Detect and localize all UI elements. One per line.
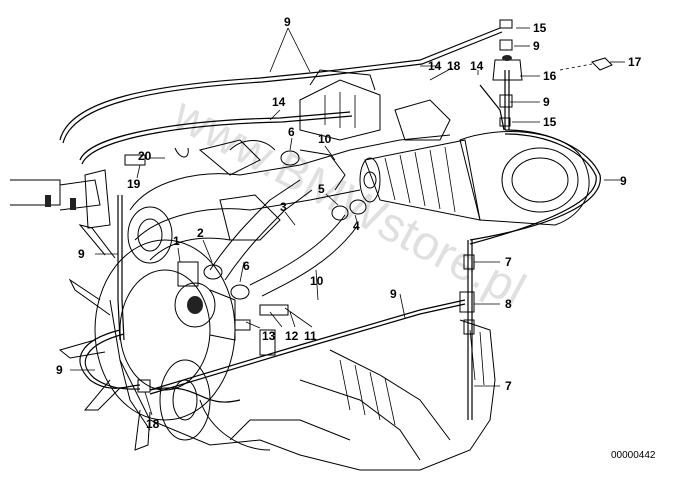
callout-18-top: 18 [447, 59, 461, 73]
callout-9-far-right: 9 [620, 174, 627, 188]
callout-7-top: 7 [505, 255, 512, 269]
intake-manifold [127, 69, 451, 264]
leader-lines [70, 27, 625, 416]
callout-1: 1 [173, 234, 180, 248]
callout-15-mid: 15 [543, 115, 557, 129]
callout-10-mid: 10 [310, 274, 324, 288]
callout-8: 8 [505, 297, 512, 311]
callout-11: 11 [304, 329, 317, 343]
air-filter-housing [359, 131, 590, 226]
callout-14-b: 14 [470, 59, 484, 73]
watermark: www.BMWstore.pl [164, 87, 534, 317]
callout-18-bottom: 18 [146, 417, 160, 431]
callout-9-r2: 9 [543, 95, 550, 109]
callout-9-low: 9 [56, 363, 63, 377]
callout-6-top: 6 [288, 125, 295, 139]
callout-7-bottom: 7 [505, 379, 512, 393]
callout-9-mid: 9 [390, 287, 397, 301]
callout-14-c: 14 [272, 95, 286, 109]
callout-5: 5 [318, 182, 325, 196]
callout-20: 20 [138, 149, 152, 163]
drawing-code: 00000442 [611, 450, 656, 461]
callout-13: 13 [262, 329, 276, 343]
callout-2: 2 [197, 226, 204, 240]
callout-labels: 9 15 9 17 14 18 14 16 9 14 15 6 10 20 19… [56, 15, 642, 431]
callout-19: 19 [127, 177, 141, 191]
callout-10-top: 10 [318, 132, 332, 146]
engine-block [109, 299, 496, 471]
left-bracket [10, 169, 111, 229]
callout-12: 12 [285, 329, 299, 343]
callout-17: 17 [628, 55, 642, 69]
callout-15-top: 15 [533, 21, 547, 35]
callout-9-left: 9 [78, 247, 85, 261]
callout-14-a: 14 [428, 59, 442, 73]
callout-3: 3 [280, 200, 287, 214]
callout-9-r1: 9 [533, 39, 540, 53]
callout-16: 16 [543, 69, 557, 83]
callout-6-mid: 6 [243, 259, 250, 273]
callout-9-top: 9 [284, 15, 291, 29]
intake-pipes [209, 140, 359, 297]
fittings [124, 19, 613, 393]
callout-4: 4 [353, 219, 360, 233]
hose-clamps [203, 150, 377, 300]
vacuum-hoses [59, 27, 601, 420]
